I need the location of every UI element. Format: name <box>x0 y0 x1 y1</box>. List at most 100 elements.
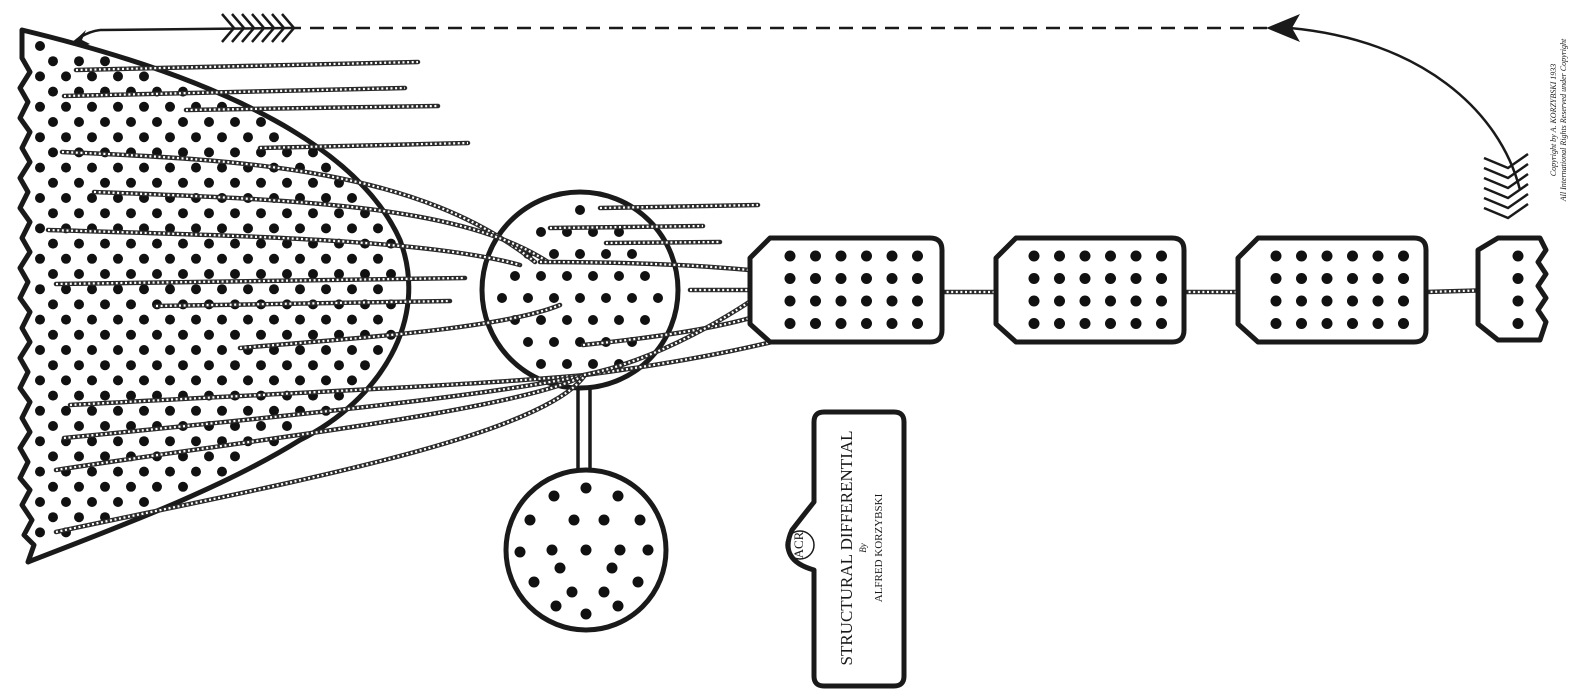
event-dot <box>204 329 214 340</box>
label-dot <box>1270 318 1282 329</box>
event-dot <box>282 329 292 340</box>
event-dot <box>113 284 123 295</box>
event-dots <box>35 41 396 538</box>
label-dot <box>861 250 872 262</box>
label-dot <box>1079 250 1091 262</box>
hanging-rope-twist <box>155 299 451 308</box>
object-to-label-rope-twist <box>539 260 873 301</box>
event-dot <box>204 238 214 249</box>
label-dot <box>1054 250 1065 262</box>
event-dot <box>87 497 97 507</box>
event-dot <box>74 451 84 462</box>
label-dot <box>810 318 821 329</box>
event-dot <box>87 314 97 325</box>
event-dot <box>230 360 240 371</box>
event-dot <box>61 284 71 295</box>
event-dot <box>243 375 253 386</box>
event-dot <box>282 147 292 158</box>
title-by-text: By <box>858 543 868 553</box>
event-dot <box>360 269 370 279</box>
event-dot <box>230 147 240 158</box>
event-dot <box>74 329 84 340</box>
lower-circle-dot <box>632 576 644 588</box>
event-dot <box>373 253 383 264</box>
label-dot <box>810 250 821 262</box>
event-dot <box>295 375 305 386</box>
event-dot <box>100 56 110 67</box>
label-dot <box>1130 295 1142 307</box>
event-dot <box>308 147 318 158</box>
event-dot <box>126 390 136 401</box>
event-dot <box>48 177 58 188</box>
event-dot <box>126 421 136 431</box>
label-dot <box>1156 273 1167 284</box>
event-dot <box>178 147 188 158</box>
label-dot <box>1398 318 1409 329</box>
event-dot <box>100 481 110 492</box>
event-dot <box>204 117 214 127</box>
lower-circle-group <box>503 388 669 633</box>
object-dot <box>575 293 585 303</box>
event-dot <box>126 360 136 371</box>
event-dot <box>35 193 45 203</box>
event-dot <box>87 345 97 355</box>
event-dot <box>217 375 227 386</box>
event-dot <box>100 117 110 127</box>
event-dot <box>243 223 253 234</box>
event-dot <box>113 405 123 416</box>
lower-circle-dot <box>528 576 540 588</box>
object-dot <box>588 315 598 325</box>
event-dot <box>308 208 318 219</box>
event-dot <box>282 421 292 431</box>
event-dot <box>347 284 357 295</box>
event-dot <box>35 314 45 325</box>
event-dot <box>35 253 45 264</box>
label-dot <box>1372 318 1384 329</box>
event-dot <box>35 132 45 143</box>
event-dot <box>152 329 162 340</box>
event-dot <box>243 284 253 295</box>
fletch-mark <box>251 13 266 43</box>
object-dot <box>536 359 546 369</box>
object-dot <box>523 337 533 347</box>
fletch-mark <box>1483 162 1529 180</box>
event-dot <box>35 41 45 51</box>
event-dot <box>35 101 45 112</box>
event-dot <box>204 208 214 219</box>
label-tag-dots <box>784 250 1524 329</box>
event-dot <box>373 223 383 234</box>
label-dot <box>1512 318 1524 329</box>
event-dot <box>256 269 266 279</box>
event-dot <box>178 117 188 127</box>
event-dot <box>35 405 45 416</box>
event-dot <box>126 208 136 219</box>
object-dot <box>627 249 637 259</box>
label-dot <box>1156 295 1167 307</box>
event-dot <box>386 269 396 279</box>
event-dot <box>321 193 331 203</box>
arrowhead-top-icon <box>1266 14 1300 42</box>
event-dot <box>191 466 201 477</box>
object-dot <box>536 227 546 237</box>
label-dot <box>1130 273 1142 284</box>
label-dot <box>1372 295 1384 307</box>
object-dot <box>549 249 559 259</box>
event-dot <box>100 390 110 401</box>
event-dot <box>256 329 266 340</box>
label-dot <box>1130 318 1142 329</box>
event-to-object-rope-twist <box>61 150 536 263</box>
event-dot <box>334 360 344 371</box>
label-dot <box>1512 295 1524 307</box>
event-dot <box>373 284 383 295</box>
event-dot <box>204 269 214 279</box>
event-dot <box>152 208 162 219</box>
event-dot <box>61 375 71 386</box>
event-dot <box>113 497 123 507</box>
label-dot <box>1079 318 1091 329</box>
event-dot <box>165 284 175 295</box>
object-circle <box>479 189 681 391</box>
label-dot <box>861 295 872 307</box>
event-dot <box>191 284 201 295</box>
object-dot <box>575 205 585 215</box>
